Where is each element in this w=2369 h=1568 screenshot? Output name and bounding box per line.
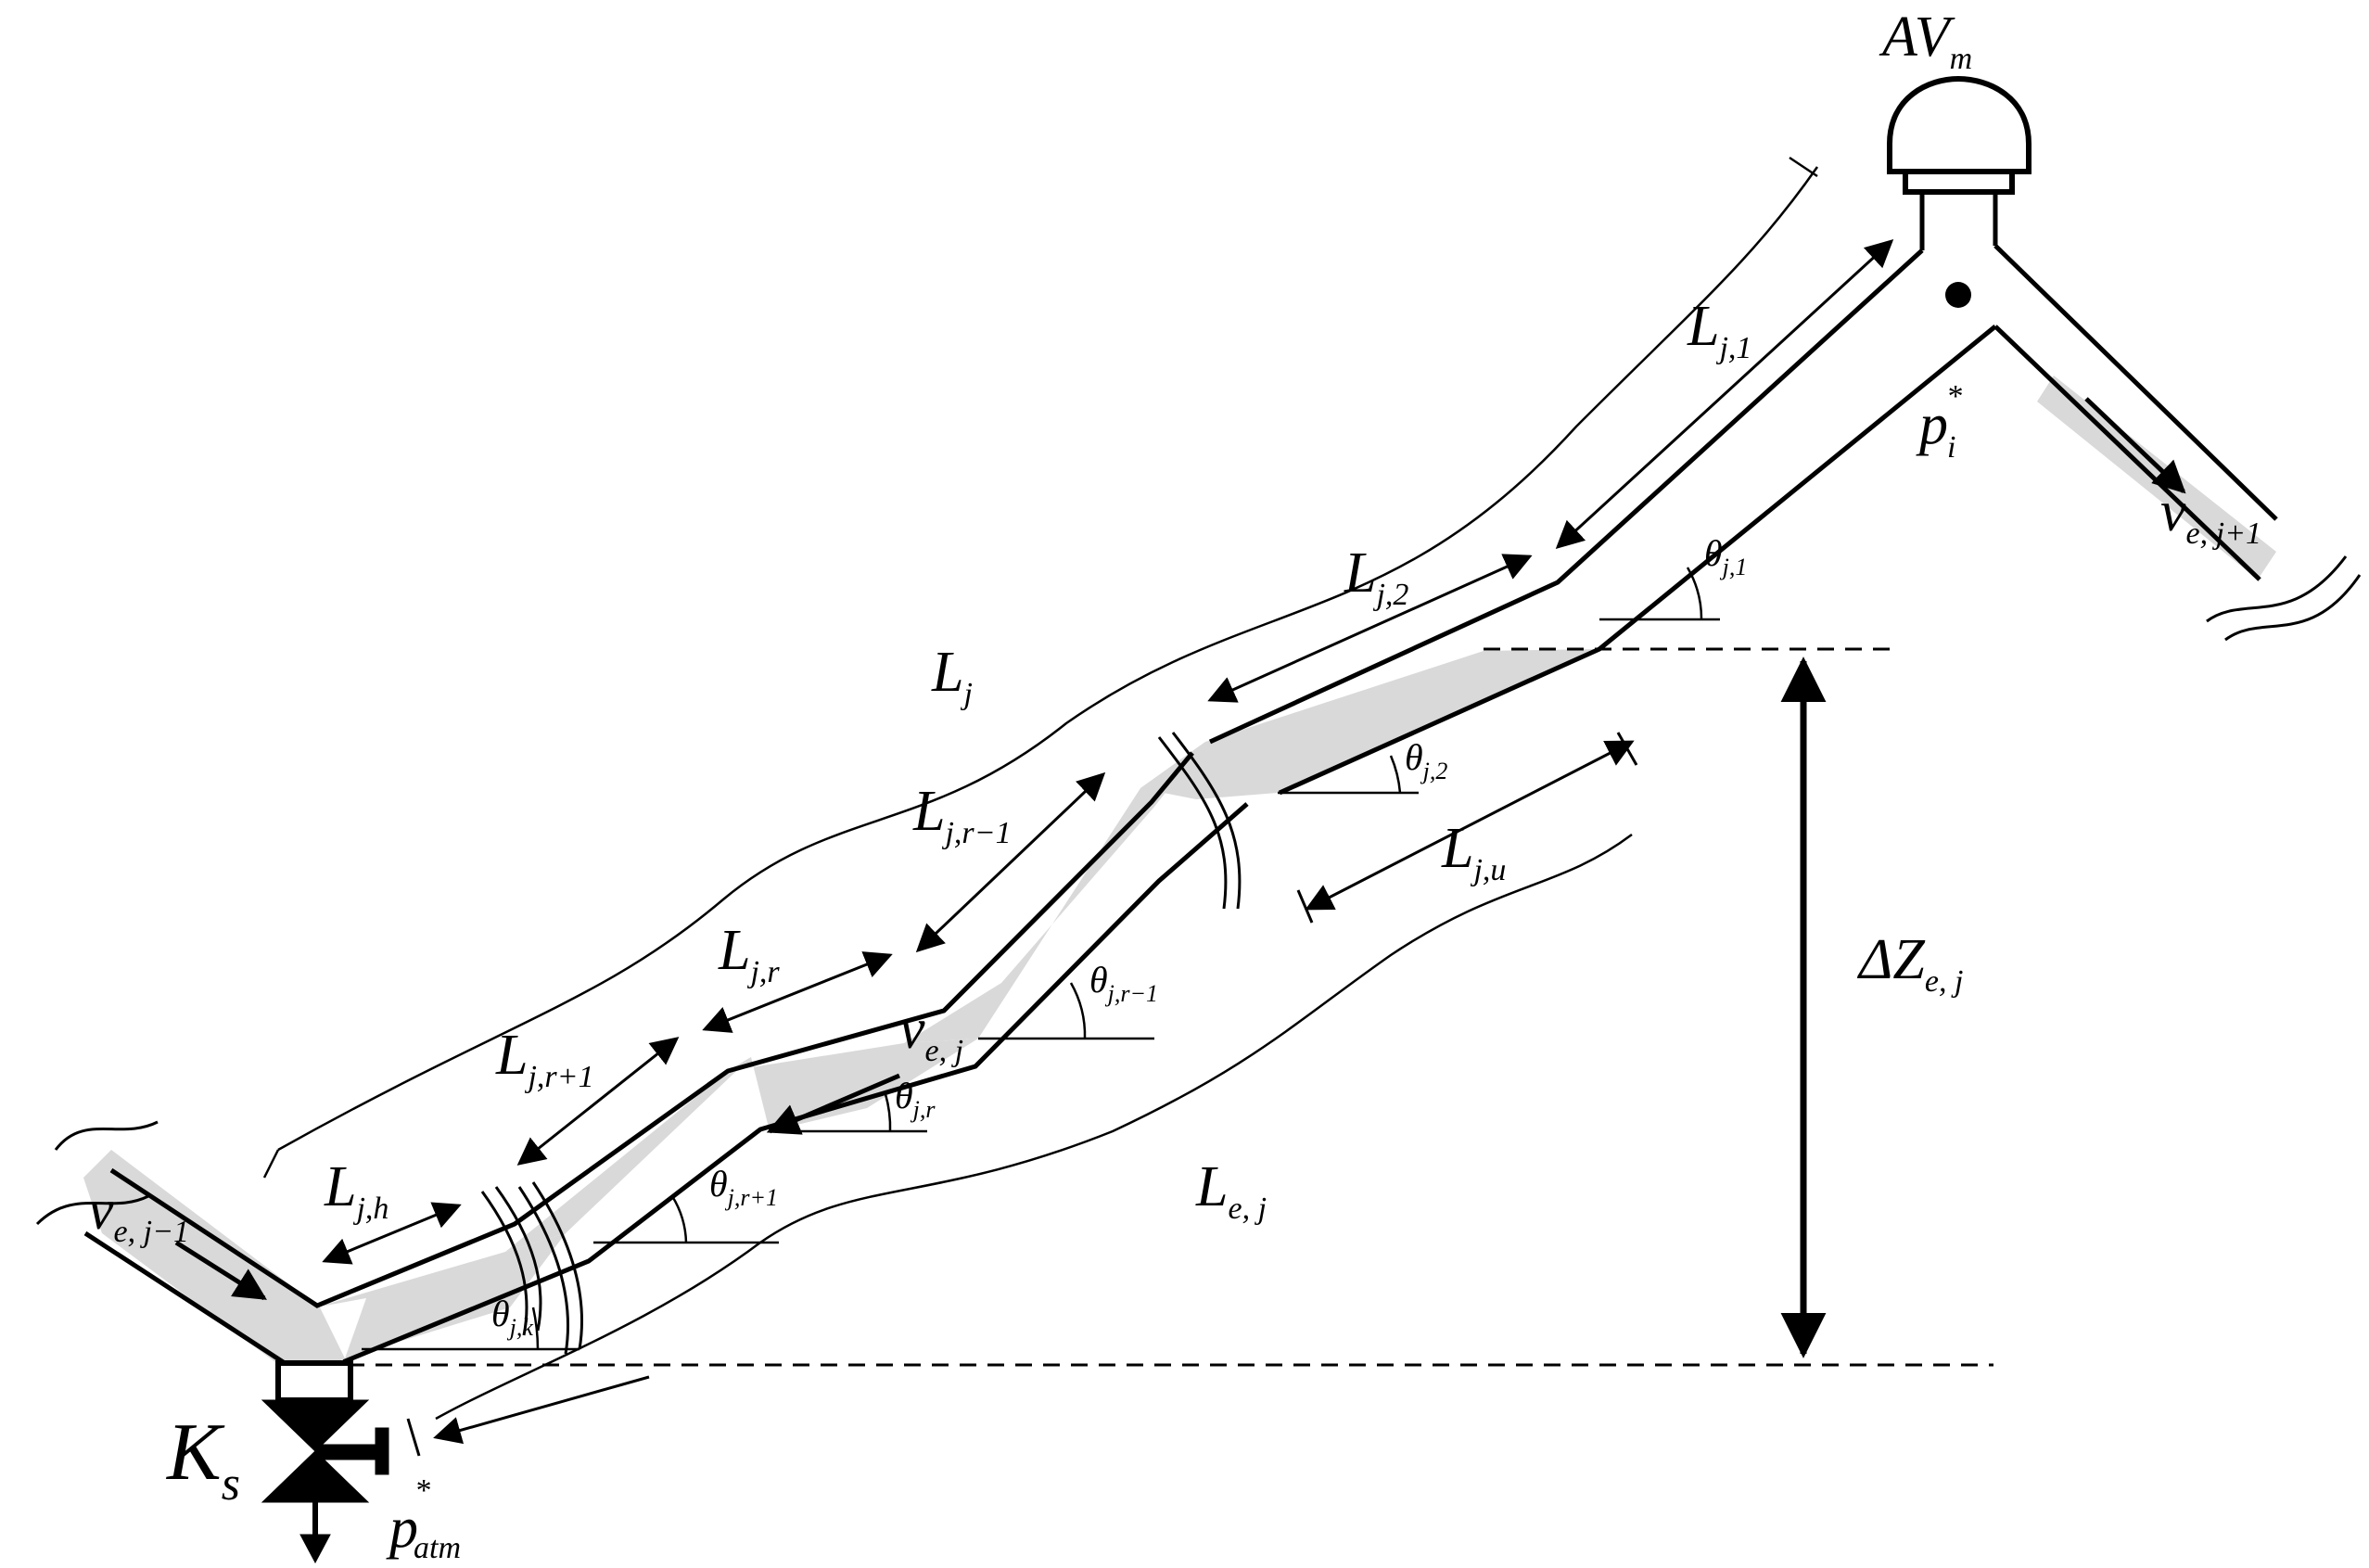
labels: AVm p*i p*atm Ks Lj Le, j ΔZe, j Lj,1 Lj… xyxy=(88,6,2261,1565)
segment-label-1: Lj,1 xyxy=(1687,295,1751,365)
total-length-label: Lj xyxy=(931,641,973,711)
equiv-length-label: Le, j xyxy=(1195,1155,1267,1226)
velocity-label-next: ve, j+1 xyxy=(2160,480,2261,551)
elevation-label: ΔZe, j xyxy=(1856,928,1963,999)
angle-label-2: θj,2 xyxy=(1405,736,1447,784)
length-braces xyxy=(262,156,1819,1421)
angle-label-k: θj,k xyxy=(491,1293,533,1341)
angle-label-r-minus-1: θj,r−1 xyxy=(1089,959,1158,1007)
segment-label-r: Lj,r xyxy=(718,919,780,989)
segment-label-u: Lj,u xyxy=(1441,817,1506,887)
angle-label-r: θj,r xyxy=(895,1075,936,1123)
angle-label-1: θj,1 xyxy=(1704,532,1747,580)
segment-label-h: Lj,h xyxy=(324,1155,388,1226)
air-valve-label: AVm xyxy=(1879,6,1972,76)
water-fill xyxy=(83,376,2276,1372)
reference-lines xyxy=(348,647,1993,1367)
node-pressure-label: p*i xyxy=(1916,379,1962,465)
node-point xyxy=(1945,282,1971,308)
velocity-label-prev: ve, j−1 xyxy=(88,1179,189,1249)
segment-label-2: Lj,2 xyxy=(1344,542,1408,612)
outlet-pressure-label: p*atm xyxy=(386,1473,461,1565)
segment-label-r-minus-1: Lj,r−1 xyxy=(912,780,1012,850)
angle-label-r-plus-1: θj,r+1 xyxy=(709,1163,778,1211)
velocity-label-current: ve, j xyxy=(899,998,963,1068)
discharge-valve-label: Ks xyxy=(165,1408,240,1511)
segment-arrows xyxy=(322,238,1894,1457)
flow-arrows xyxy=(174,397,2186,1301)
segment-label-r-plus-1: Lj,r+1 xyxy=(495,1024,594,1094)
air-valve-icon xyxy=(1887,75,2031,195)
discharge-valve-icon xyxy=(261,1360,389,1564)
pipe-break-marks xyxy=(35,555,2362,1355)
